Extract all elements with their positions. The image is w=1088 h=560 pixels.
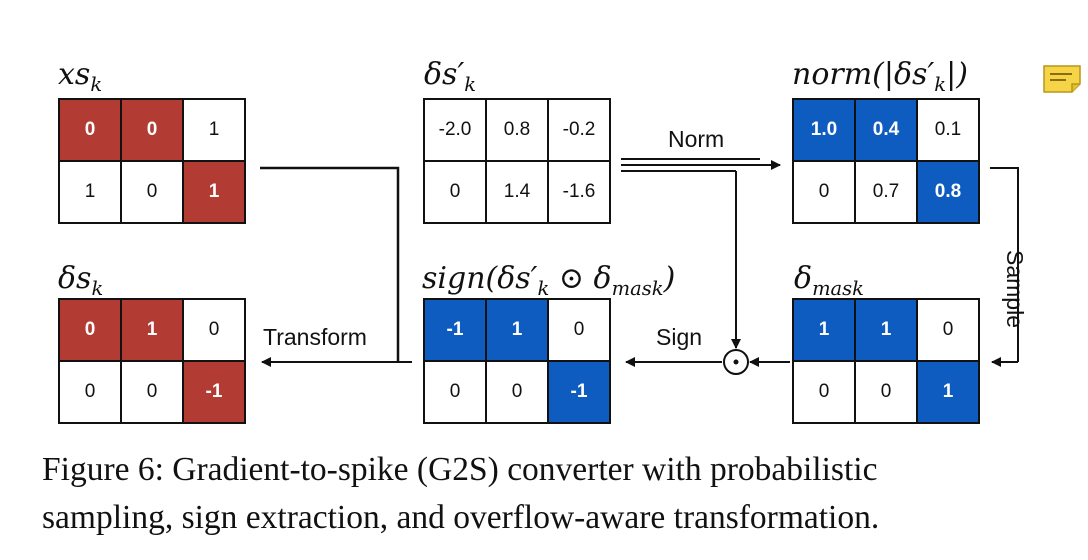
xs-connector xyxy=(260,166,400,362)
matrix-cell: 1 xyxy=(183,161,245,223)
matrix-cell: -1 xyxy=(548,361,610,423)
odot-dot xyxy=(733,359,739,365)
matrix-cell: -2.0 xyxy=(424,99,486,161)
matrix-cell: -1 xyxy=(183,361,245,423)
label-mask: δmask xyxy=(794,261,865,300)
matrix-cell: 0 xyxy=(121,361,183,423)
sign-label: Sign xyxy=(656,324,703,350)
matrix-cell: 0 xyxy=(548,299,610,361)
matrix-cell: 0 xyxy=(59,361,121,423)
label-ds-prime-k: δs′k xyxy=(424,57,477,96)
matrix-cell: 1 xyxy=(917,361,979,423)
sample-label: Sample xyxy=(1002,250,1028,328)
matrix-cell: 0 xyxy=(486,361,548,423)
matrix-cell: 0 xyxy=(121,99,183,161)
matrix-cell: 1 xyxy=(59,161,121,223)
note-icon[interactable] xyxy=(1042,64,1082,94)
matrix-cell: 0 xyxy=(424,361,486,423)
matrix-cell: 0 xyxy=(59,99,121,161)
matrix-cell: 0.8 xyxy=(917,161,979,223)
matrix-cell: 0 xyxy=(917,299,979,361)
matrix-cell: 1 xyxy=(183,99,245,161)
matrix-cell: -1 xyxy=(424,299,486,361)
label-xs-k: xsk xyxy=(58,57,103,96)
caption-line-1: Figure 6: Gradient-to-spike (G2S) conver… xyxy=(42,451,878,488)
label-norm: norm(|δs′k|) xyxy=(792,57,968,96)
matrix-cell: 1 xyxy=(486,299,548,361)
matrix-cell: 0 xyxy=(793,161,855,223)
matrix-cell: 0.1 xyxy=(917,99,979,161)
matrix-cell: 0 xyxy=(793,361,855,423)
sample-connector xyxy=(990,167,1019,362)
matrix-cell: 0 xyxy=(121,161,183,223)
matrix-cell: 1 xyxy=(855,299,917,361)
matrix-cell: 0 xyxy=(59,299,121,361)
matrix-cell: 0.7 xyxy=(855,161,917,223)
figure-caption: Figure 6: Gradient-to-spike (G2S) conver… xyxy=(42,446,1072,542)
caption-line-2: sampling, sign extraction, and overflow-… xyxy=(42,499,880,536)
matrix-cell: 0 xyxy=(424,161,486,223)
matrix-cell: -1.6 xyxy=(548,161,610,223)
matrix-cell: 1 xyxy=(121,299,183,361)
matrix-cell: 1.4 xyxy=(486,161,548,223)
matrix-cell: 0 xyxy=(183,299,245,361)
norm-label: Norm xyxy=(668,126,725,152)
matrix-cell: 0.8 xyxy=(486,99,548,161)
label-ds-k: δsk xyxy=(58,261,104,300)
matrix-cell: 0 xyxy=(855,361,917,423)
matrix-cell: -0.2 xyxy=(548,99,610,161)
transform-label: Transform xyxy=(263,324,367,350)
matrix-cell: 1 xyxy=(793,299,855,361)
matrix-cell: 0.4 xyxy=(855,99,917,161)
label-sign: sign(δs′k ⊙ δmask) xyxy=(422,261,676,300)
matrix-cell: 1.0 xyxy=(793,99,855,161)
